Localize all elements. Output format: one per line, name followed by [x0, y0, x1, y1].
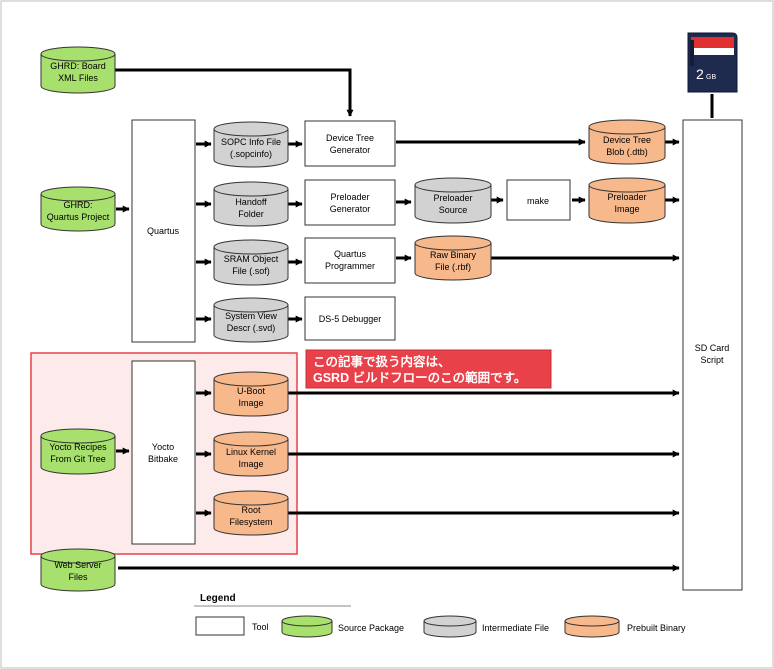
legend-intermediate-swatch — [423, 615, 477, 638]
source-quartus-project — [40, 186, 116, 232]
make-box — [506, 179, 571, 221]
sd-card-icon: 2 GB — [687, 32, 738, 93]
legend-tool-swatch — [195, 616, 245, 636]
quartus-programmer-box — [304, 237, 396, 284]
label-web-server-1: Web Server — [54, 560, 101, 570]
label-qp-2: Programmer — [325, 261, 375, 271]
legend-source-label: Source Package — [338, 623, 404, 633]
preloader-generator-box — [304, 179, 396, 226]
label-svd-1: System View — [225, 311, 277, 321]
device-tree-generator-box — [304, 120, 396, 167]
prebuilt-dtb — [588, 119, 666, 165]
label-dtb-1: Device Tree — [603, 135, 651, 145]
label-kernel-1: Linux Kernel — [226, 447, 276, 457]
source-web-server — [40, 548, 116, 592]
sd-card-capacity: 2 — [696, 66, 704, 82]
connectors — [110, 68, 714, 572]
label-rootfs-1: Root — [241, 505, 261, 515]
label-quartus-project-2: Quartus Project — [47, 212, 110, 222]
label-qp-1: Quartus — [334, 249, 367, 259]
intermediate-handoff — [213, 181, 289, 227]
prebuilt-raw-binary — [414, 235, 492, 281]
prebuilt-preloader-image — [588, 177, 666, 224]
label-rbf-2: File (.rbf) — [435, 262, 471, 272]
label-handoff-2: Folder — [238, 209, 264, 219]
legend-tool-label: Tool — [252, 622, 269, 632]
label-sd-script-1: SD Card — [695, 343, 730, 353]
intermediate-sram-object — [213, 239, 289, 286]
sd-card-script-box — [682, 119, 743, 591]
ds5-debugger-box — [304, 296, 396, 341]
label-svd-2: Descr (.svd) — [227, 323, 276, 333]
label-yocto-recipes-1: Yocto Recipes — [49, 442, 107, 452]
label-kernel-2: Image — [238, 459, 263, 469]
label-sd-script-2: Script — [700, 355, 724, 365]
quartus-box — [131, 119, 196, 343]
intermediate-preloader-source — [414, 177, 492, 224]
prebuilt-uboot — [213, 371, 289, 417]
label-dtg-2: Generator — [330, 145, 371, 155]
label-plg-1: Preloader — [330, 192, 369, 202]
label-handoff-1: Handoff — [235, 197, 267, 207]
legend-title: Legend — [200, 593, 236, 604]
prebuilt-linux-kernel — [213, 431, 289, 477]
legend-prebuilt-label: Prebuilt Binary — [627, 623, 686, 633]
legend-intermediate-label: Intermediate File — [482, 623, 549, 633]
callout-line-1: この記事で扱う内容は、 — [313, 354, 451, 369]
label-pl-source-1: Preloader — [433, 193, 472, 203]
intermediate-sopc-info — [213, 121, 289, 168]
label-pl-image-2: Image — [614, 204, 639, 214]
label-plg-2: Generator — [330, 204, 371, 214]
label-dtb-2: Blob (.dtb) — [606, 147, 648, 157]
label-web-server-2: Files — [68, 572, 88, 582]
sd-card-unit: GB — [706, 74, 716, 81]
yocto-bitbake-box — [131, 360, 196, 545]
label-uboot-2: Image — [238, 398, 263, 408]
label-make: make — [527, 196, 549, 206]
source-board-xml — [40, 46, 116, 94]
label-sram-1: SRAM Object — [224, 254, 279, 264]
source-yocto-recipes — [40, 428, 116, 475]
label-uboot-1: U-Boot — [237, 386, 266, 396]
label-ds5: DS-5 Debugger — [319, 314, 382, 324]
legend-prebuilt-swatch — [564, 615, 620, 638]
label-quartus: Quartus — [147, 226, 180, 236]
label-rootfs-2: Filesystem — [229, 517, 272, 527]
label-pl-source-2: Source — [439, 205, 468, 215]
intermediate-system-view — [213, 297, 289, 343]
callout-box: この記事で扱う内容は、 GSRD ビルドフローのこの範囲です。 — [305, 349, 552, 389]
label-quartus-project-1: GHRD: — [64, 200, 93, 210]
label-bitbake-1: Yocto — [152, 442, 174, 452]
label-pl-image-1: Preloader — [607, 192, 646, 202]
label-dtg-1: Device Tree — [326, 133, 374, 143]
label-board-xml-2: XML Files — [58, 73, 98, 83]
label-sopc-2: (.sopcinfo) — [230, 149, 272, 159]
label-rbf-1: Raw Binary — [430, 250, 477, 260]
legend: Legend Tool Source Package Intermediate … — [194, 593, 686, 638]
prebuilt-root-fs — [213, 490, 289, 536]
label-sopc-1: SOPC Info File — [221, 137, 281, 147]
label-sram-2: File (.sof) — [232, 266, 270, 276]
label-bitbake-2: Bitbake — [148, 454, 178, 464]
label-yocto-recipes-2: From Git Tree — [50, 454, 106, 464]
label-board-xml-1: GHRD: Board — [50, 61, 106, 71]
callout-line-2: GSRD ビルドフローのこの範囲です。 — [313, 370, 526, 385]
legend-source-swatch — [281, 615, 333, 638]
